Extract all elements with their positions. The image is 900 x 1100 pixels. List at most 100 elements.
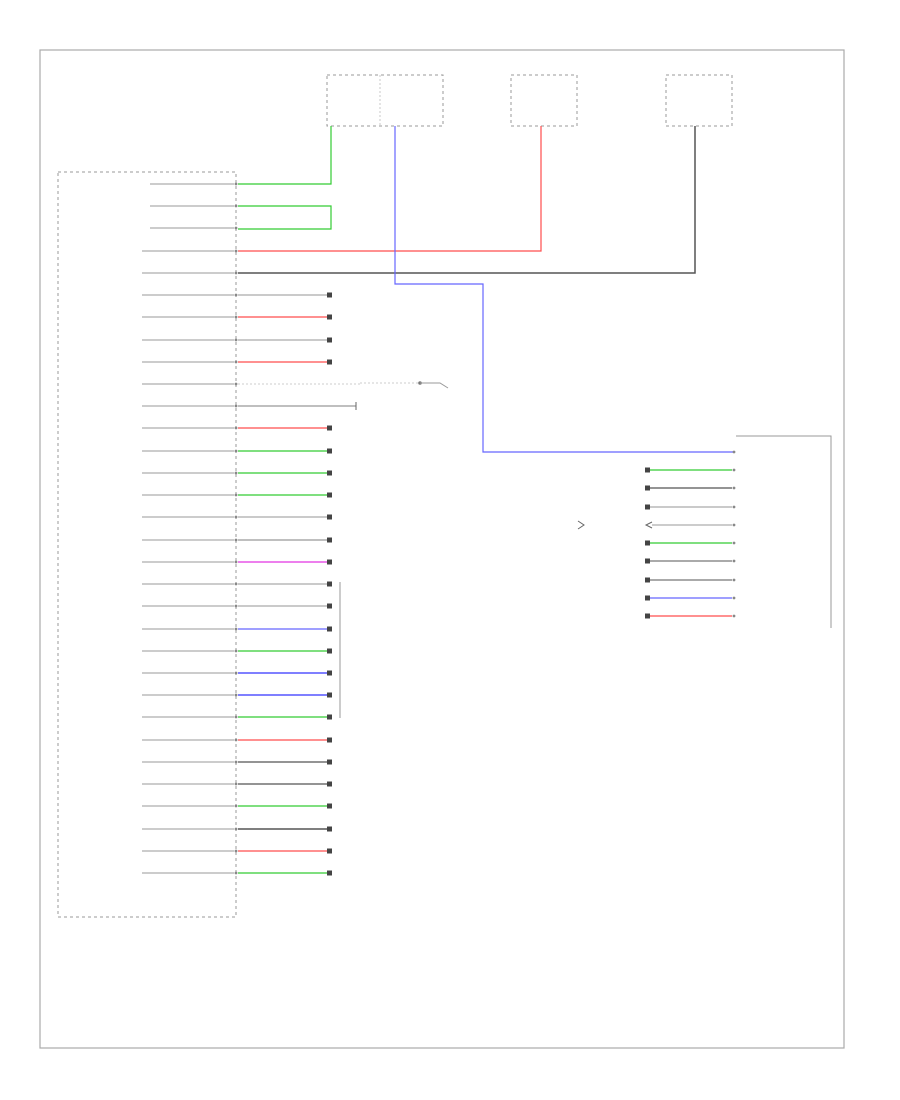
connector-pin xyxy=(234,271,238,275)
wire-terminal xyxy=(327,337,332,343)
right-pin-row xyxy=(577,520,736,530)
wire-terminal xyxy=(327,581,332,587)
left-pin-row xyxy=(142,581,332,587)
local-component xyxy=(360,381,449,389)
wire-terminal xyxy=(327,759,332,765)
connector-pin xyxy=(732,486,736,490)
connector-pin xyxy=(234,315,238,319)
top-component-3 xyxy=(665,74,733,127)
left-pin-row xyxy=(142,626,332,632)
right-module-bracket xyxy=(736,435,832,628)
wire-terminal xyxy=(327,359,332,365)
connector-pin xyxy=(234,382,238,386)
wire-terminal xyxy=(327,448,332,454)
left-pin-row xyxy=(142,826,332,832)
left-pin-row xyxy=(150,182,238,186)
connector-pin xyxy=(234,715,238,719)
wire-terminal xyxy=(327,648,332,654)
right-pin-row xyxy=(645,485,736,491)
wire-terminal xyxy=(327,870,332,876)
wire-terminal xyxy=(327,714,332,720)
connector-pin xyxy=(234,804,238,808)
right-pin-row xyxy=(645,504,736,510)
wire-terminal xyxy=(645,577,650,583)
left-pin-row xyxy=(142,781,332,787)
connector-pin xyxy=(234,493,238,497)
wire-terminal xyxy=(645,613,650,619)
connector-pin xyxy=(234,849,238,853)
connector-pin xyxy=(234,182,238,186)
connector-pin xyxy=(234,515,238,519)
connector-pin xyxy=(732,505,736,509)
left-pin-row xyxy=(142,737,332,743)
wire-terminal xyxy=(327,314,332,320)
left-pin-rows xyxy=(142,182,360,876)
left-pin-row xyxy=(142,714,332,720)
connector-pin xyxy=(732,523,736,527)
wire-terminal xyxy=(327,781,332,787)
feed-wire-blue xyxy=(394,126,734,453)
connector-pin xyxy=(732,596,736,600)
connector-pin xyxy=(234,627,238,631)
left-pin-row xyxy=(142,759,332,765)
wire-arrow xyxy=(644,521,653,529)
left-pin-row xyxy=(150,204,238,208)
left-pin-row xyxy=(142,470,332,476)
wire-terminal xyxy=(327,425,332,431)
left-pin-row xyxy=(142,292,332,298)
wire-terminal xyxy=(327,537,332,543)
feed-wire-red xyxy=(238,126,542,252)
right-pin-row xyxy=(645,540,736,546)
right-pin-row xyxy=(645,613,736,619)
connector-pin xyxy=(234,449,238,453)
left-pin-row xyxy=(142,402,357,410)
left-pin-row xyxy=(142,537,332,543)
wire-terminal xyxy=(327,559,332,565)
right-pin-rows xyxy=(577,450,736,619)
left-pin-row xyxy=(142,314,332,320)
wire-terminal xyxy=(327,292,332,298)
feed-wire-green xyxy=(238,126,332,185)
left-pin-row xyxy=(142,692,332,698)
left-pin-row xyxy=(142,382,360,386)
connector-pin xyxy=(732,450,736,454)
connector-pin xyxy=(234,338,238,342)
connector-pin xyxy=(234,871,238,875)
connector-pin xyxy=(234,471,238,475)
left-pin-row xyxy=(142,514,332,520)
wire-terminal xyxy=(327,626,332,632)
right-pin-row xyxy=(645,595,736,601)
wire-terminal xyxy=(327,514,332,520)
connector-pin xyxy=(234,249,238,253)
connector-pin xyxy=(234,204,238,208)
left-pin-row xyxy=(142,337,332,343)
feed-wire-dark xyxy=(238,126,696,274)
wire-terminal xyxy=(645,504,650,510)
left-pin-row xyxy=(142,559,332,565)
top-component-3-box xyxy=(665,74,733,127)
wire-terminal xyxy=(645,595,650,601)
left-pin-row xyxy=(142,670,332,676)
left-pin-row xyxy=(142,448,332,454)
connector-pin xyxy=(234,360,238,364)
left-pin-row xyxy=(142,803,332,809)
wire-terminal xyxy=(645,467,650,473)
connector-pin xyxy=(732,468,736,472)
left-pin-row xyxy=(142,492,332,498)
connector-pin xyxy=(732,541,736,545)
right-pin-row xyxy=(645,558,736,564)
green-loop-wire xyxy=(238,205,332,230)
connector-pin xyxy=(234,404,238,408)
connector-pin xyxy=(234,538,238,542)
wire-arrow xyxy=(577,520,585,530)
wire-terminal xyxy=(327,492,332,498)
top-component-2-box xyxy=(510,74,578,127)
connector-pin xyxy=(234,426,238,430)
right-pin-row xyxy=(645,467,736,473)
connector-pin xyxy=(234,760,238,764)
wire-terminal xyxy=(327,848,332,854)
top-component-1-box xyxy=(326,74,444,127)
connector-pin xyxy=(234,226,238,230)
left-pin-row xyxy=(142,359,332,365)
